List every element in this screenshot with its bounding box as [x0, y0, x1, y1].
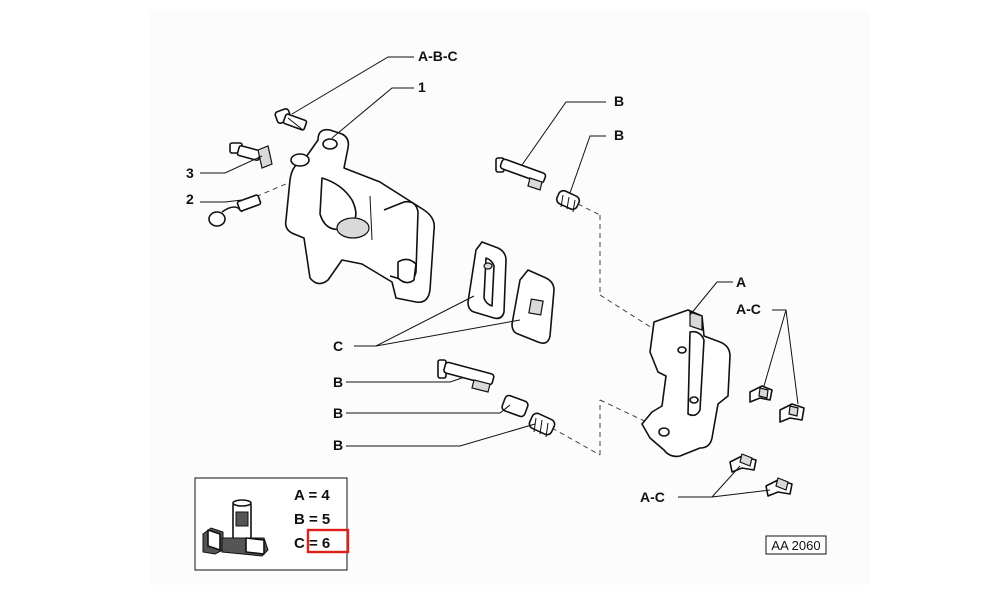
callout-clips-bottom: A-C	[640, 489, 665, 505]
callout-cap: 2	[186, 191, 194, 207]
legend-row-c: C = 6	[294, 535, 330, 552]
callout-caliper: 1	[418, 79, 426, 95]
leader-lines	[200, 56, 799, 498]
legend-row-a: A = 4	[294, 487, 330, 504]
callout-bleed-screw: 3	[186, 165, 194, 181]
guide-pin-icon	[437, 359, 495, 393]
mounting-bolt-icon	[274, 108, 308, 131]
legend-box: A = 4 B = 5 C = 6	[194, 477, 350, 571]
callout-bolt: A-B-C	[418, 48, 458, 64]
caliper-bracket-icon	[641, 309, 731, 458]
pad-clips-top-icon	[749, 385, 805, 423]
bushing-icon	[555, 189, 581, 213]
legend-row-b: B = 5	[294, 511, 330, 528]
dust-cap-icon	[208, 194, 262, 227]
callout-bracket: A	[736, 274, 746, 290]
callout-sleeve-bottom: B	[333, 405, 343, 421]
brake-pads-icon	[467, 241, 555, 344]
callout-guide-pin-top: B	[614, 93, 624, 109]
sleeve-icon	[501, 394, 529, 418]
tube-icon	[232, 499, 252, 540]
package-icon	[202, 527, 269, 557]
callout-labels: A-B-C 1 3 2 B B C B B B A A-C A-C	[186, 48, 761, 505]
reference-code-box: AA 2060	[765, 535, 827, 555]
callout-bushing-bottom: B	[333, 437, 343, 453]
callout-pads: C	[333, 338, 343, 354]
bushing-icon	[528, 412, 556, 438]
legend-highlight	[306, 528, 350, 554]
reference-code: AA 2060	[771, 538, 820, 553]
bleed-screw-icon	[229, 142, 273, 169]
guide-pin-icon	[495, 157, 547, 191]
callout-clips-top: A-C	[736, 301, 761, 317]
callout-guide-pin-bottom: B	[333, 374, 343, 390]
pad-clips-bottom-icon	[729, 453, 793, 497]
callout-bushing-top: B	[614, 127, 624, 143]
brake-caliper-icon	[284, 128, 436, 304]
